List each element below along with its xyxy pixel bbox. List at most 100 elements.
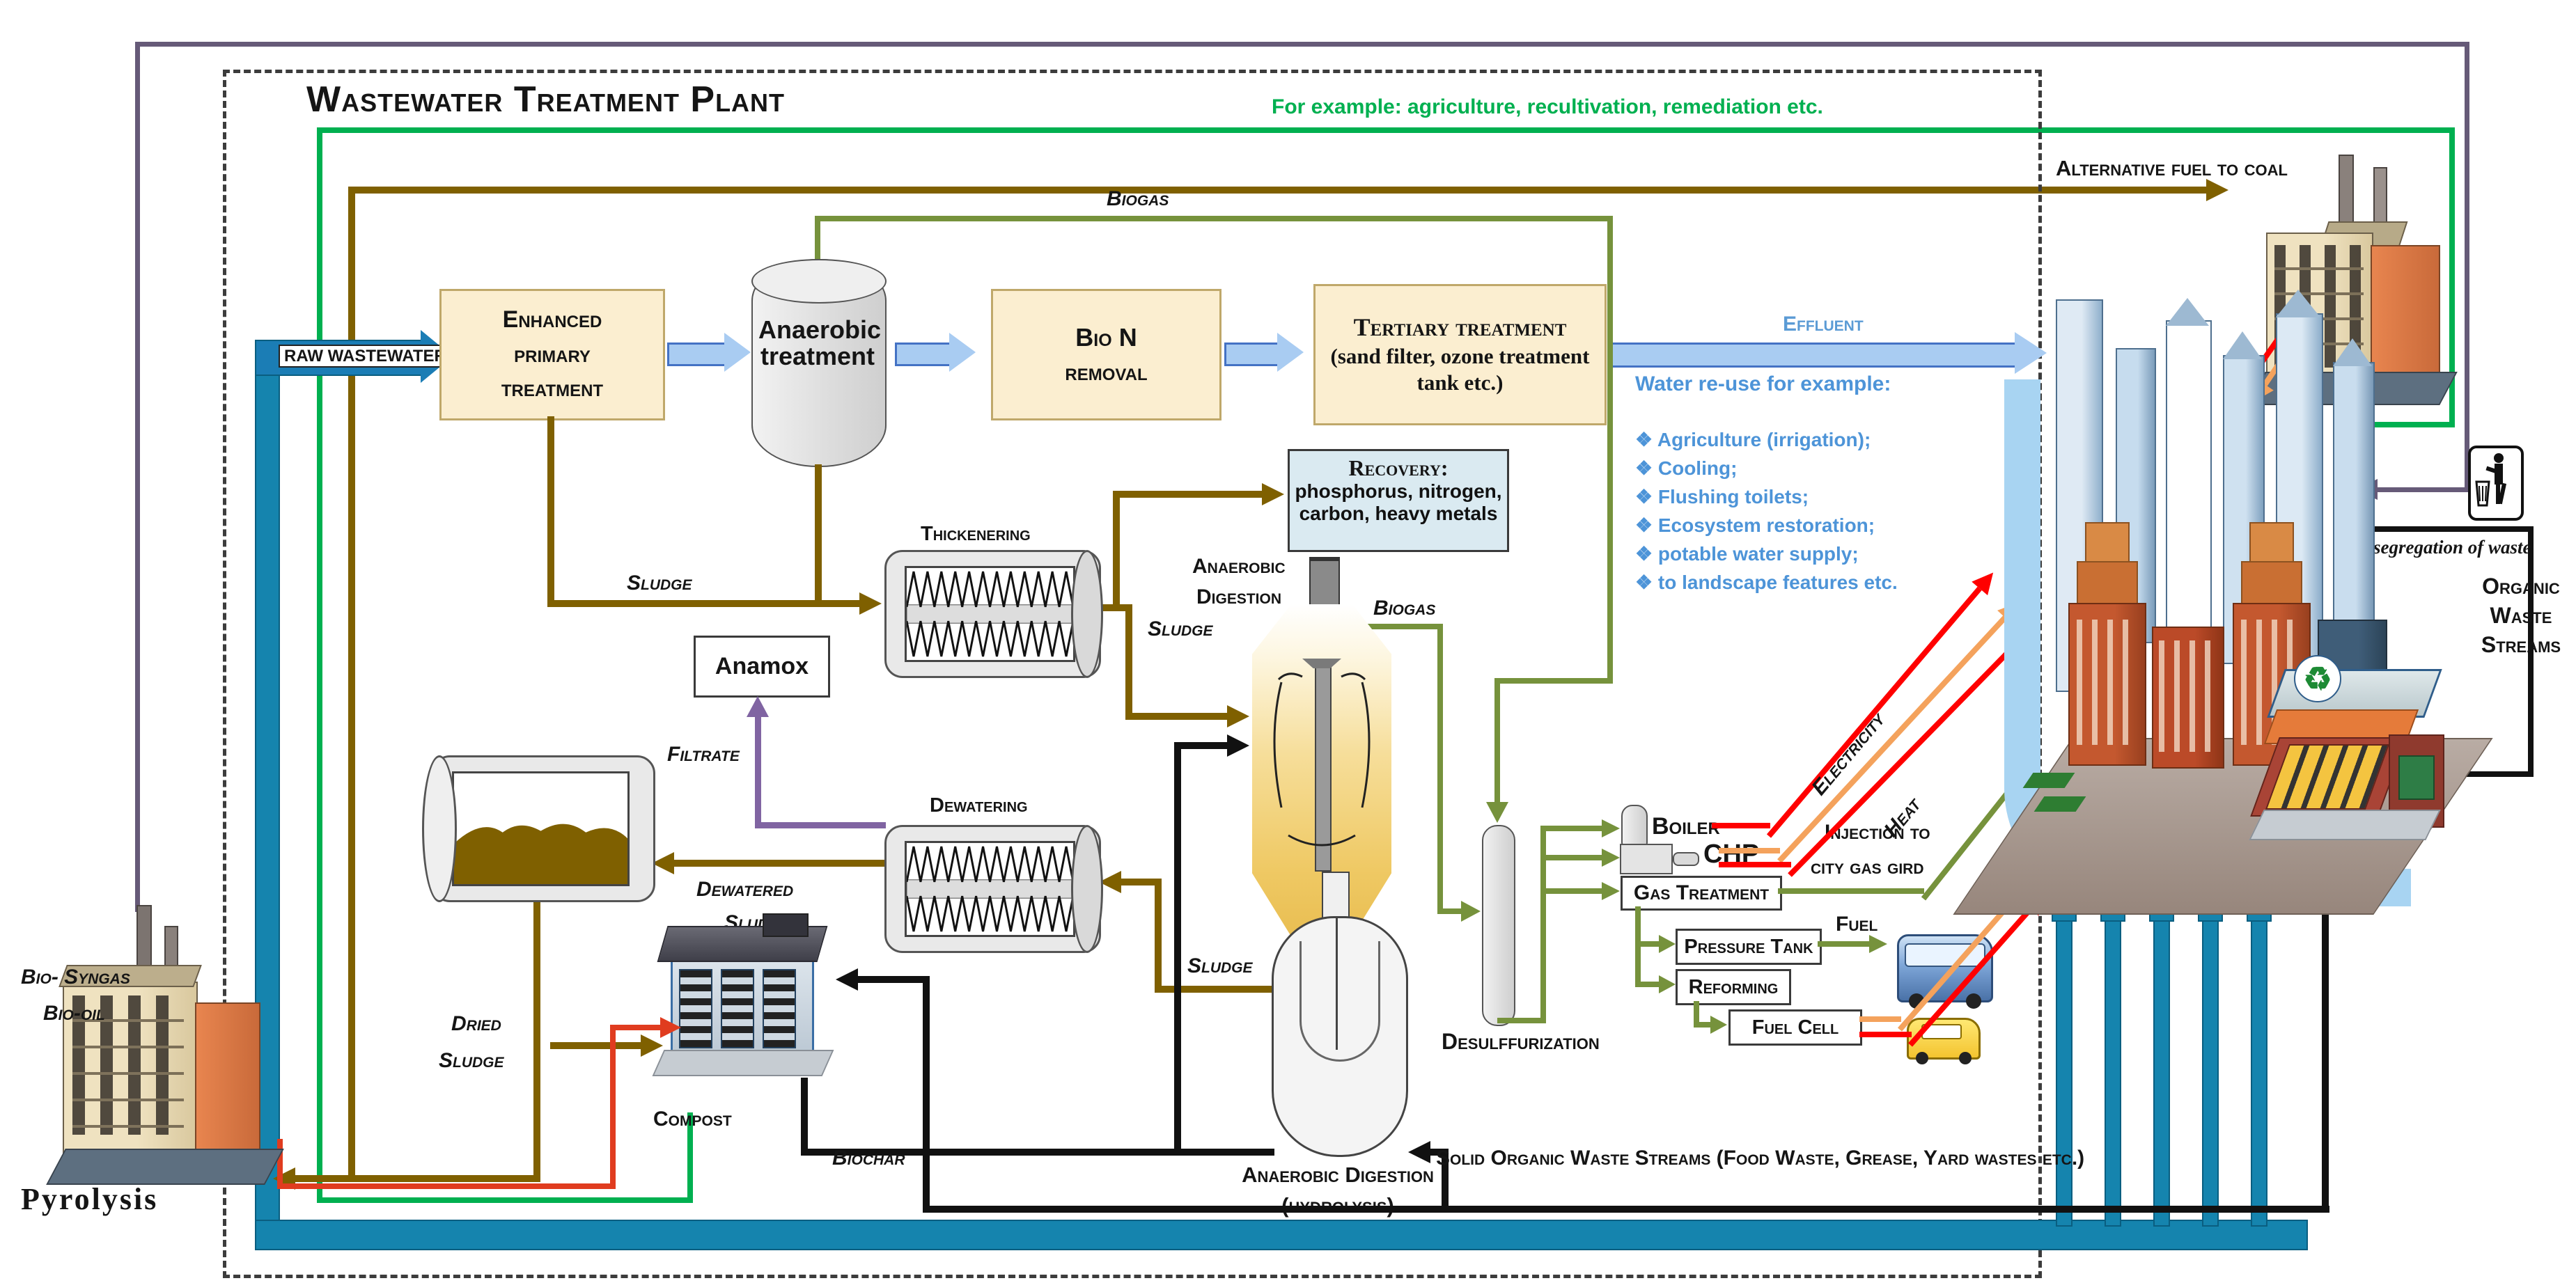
digester-impeller: [1302, 659, 1341, 668]
solid-waste-banner: Solid Organic Waste Streams (Food Waste,…: [1436, 1147, 2085, 1170]
chp-heat-h: [1719, 848, 1780, 853]
hydrolysis-shaft: [1336, 918, 1338, 1050]
fuel-cell-box: Fuel Cell: [1728, 1009, 1862, 1046]
gas-treatment-box: Gas Treatment: [1621, 876, 1782, 911]
fc-down: [1694, 1001, 1699, 1026]
segregation-label: segregation of waste: [2373, 537, 2531, 558]
flow-arrow-1-head: [724, 333, 751, 372]
purple-loop-top: [135, 42, 2469, 47]
digester-circulation: [1273, 672, 1371, 847]
chp-feed: [1540, 855, 1605, 860]
water-reuse-item-4: ❖ Ecosystem restoration;: [1635, 514, 1875, 536]
water-reuse-item-5: ❖ potable water supply;: [1635, 543, 1859, 565]
ref-feed: [1635, 982, 1663, 987]
ept-line3: treatment: [501, 375, 604, 402]
to-pyrolysis-h: [295, 1175, 540, 1182]
compost-label: Compost: [653, 1108, 732, 1131]
biogas-line-a2: [815, 216, 1613, 221]
brown-fuel-top: [348, 187, 2209, 194]
chp-icon-shaft: [1673, 852, 1699, 866]
recovery-head: [1262, 483, 1284, 505]
desulfurization-label: Desulffurization: [1442, 1029, 1600, 1054]
flow-arrow-2-head: [949, 333, 976, 372]
water-reuse-item-3: ❖ Flushing toilets;: [1635, 486, 1809, 507]
compost-feed-h: [858, 976, 928, 983]
green-loop-left: [317, 127, 322, 1203]
gt-down: [1635, 906, 1641, 987]
hydrolysis-motor: [1322, 872, 1350, 920]
biogas-line-a5: [1494, 678, 1500, 803]
city-pipe-3: [2153, 918, 2170, 1227]
digester-label-2: Digestion: [1196, 585, 1282, 608]
city-pipe-2: [2105, 918, 2121, 1227]
waste-into-hydrolysis-h: [1429, 1149, 1449, 1156]
flow-arrow-3: [1224, 343, 1281, 366]
sludge-h1: [547, 600, 861, 607]
anamox-box: Anamox: [694, 636, 830, 698]
gas-treatment-label: Gas Treatment: [1633, 881, 1770, 905]
green-loop-bottom: [317, 1197, 693, 1203]
biogas-line-a3: [1607, 216, 1613, 684]
hydrolysate-head: [1227, 734, 1249, 757]
wwtp-boundary: [223, 70, 2042, 1278]
effluent-label: Effluent: [1783, 313, 1864, 336]
thickener-cap: [1071, 550, 1103, 678]
drying-drum: [432, 755, 655, 902]
segregation-h1: [2369, 526, 2533, 532]
ept-sludge-v: [547, 416, 554, 607]
reforming-box: Reforming: [1676, 969, 1791, 1005]
chp-elec-h: [1719, 862, 1791, 867]
reforming-label: Reforming: [1688, 975, 1779, 998]
sludge-heap: [454, 824, 627, 884]
desulfurization-column: [1482, 825, 1515, 1026]
alt-fuel-label: Alternative fuel to coal: [2056, 156, 2288, 180]
taxi-icon: [1907, 1018, 1981, 1064]
chp-icon: [1620, 844, 1673, 874]
compost-feed-head: [836, 968, 858, 991]
recovery-v: [1113, 491, 1120, 611]
pt-feed-head: [1659, 935, 1676, 953]
dewatering-screw: [905, 846, 1075, 932]
recovery-h: [1113, 491, 1263, 498]
biogas-line-a1: [815, 216, 820, 259]
bio-oil-label: Bio-oil: [43, 1002, 105, 1025]
brown-fuel-arrowhead: [2206, 179, 2228, 201]
boiler-label: Boiler: [1652, 813, 1720, 840]
hydrolysis-inner: [1299, 941, 1380, 1062]
tertiary-line2: (sand filter, ozone treatment: [1330, 343, 1590, 368]
pt-feed: [1635, 941, 1663, 947]
ows-label-3: Streams: [2481, 632, 2561, 657]
dewatered-label-1: Dewatered: [696, 878, 794, 901]
green-to-compost: [687, 1112, 693, 1200]
flow-arrow-2: [895, 343, 953, 366]
digester-feed-head: [1227, 705, 1249, 727]
digester-shaft: [1315, 660, 1332, 872]
pyrolysis-factory: [46, 898, 284, 1204]
purple-into-city: [2376, 487, 2469, 492]
biochar-head: [660, 1017, 681, 1038]
ows-label-2: Waste: [2490, 603, 2552, 628]
bion-line1: Bio N: [1075, 322, 1137, 352]
purple-loop-right: [2465, 42, 2469, 490]
city-pipe-4: [2202, 918, 2219, 1227]
boiler-elec-h: [1712, 823, 1770, 828]
digester-biogas-h2: [1437, 908, 1462, 914]
recycling-building: ♻: [2249, 651, 2444, 846]
biochar-v2: [610, 1025, 616, 1189]
effluent-arrow: [1611, 343, 2019, 368]
anamox-arrowhead: [747, 696, 769, 717]
diagram-title: Wastewater Treatment Plant: [306, 79, 786, 120]
fuel-cell-label: Fuel Cell: [1751, 1016, 1839, 1039]
anaerobic-line2: treatment: [760, 341, 875, 370]
flow-arrow-3-head: [1277, 333, 1304, 372]
water-reuse-header: Water re-use for example:: [1635, 372, 1891, 395]
hydrolysis-label-1: Anaerobic Digestion: [1242, 1163, 1434, 1187]
green-loop-top: [317, 127, 2455, 133]
dried-to-compost-h: [550, 1042, 642, 1049]
green-note: For example: agriculture, recultivation,…: [1272, 95, 1823, 118]
thickener-screw: [905, 571, 1075, 657]
cyl-sludge-v: [815, 464, 822, 607]
hydrolysate-v: [1174, 742, 1181, 1151]
fuel-label: Fuel: [1836, 913, 1878, 936]
